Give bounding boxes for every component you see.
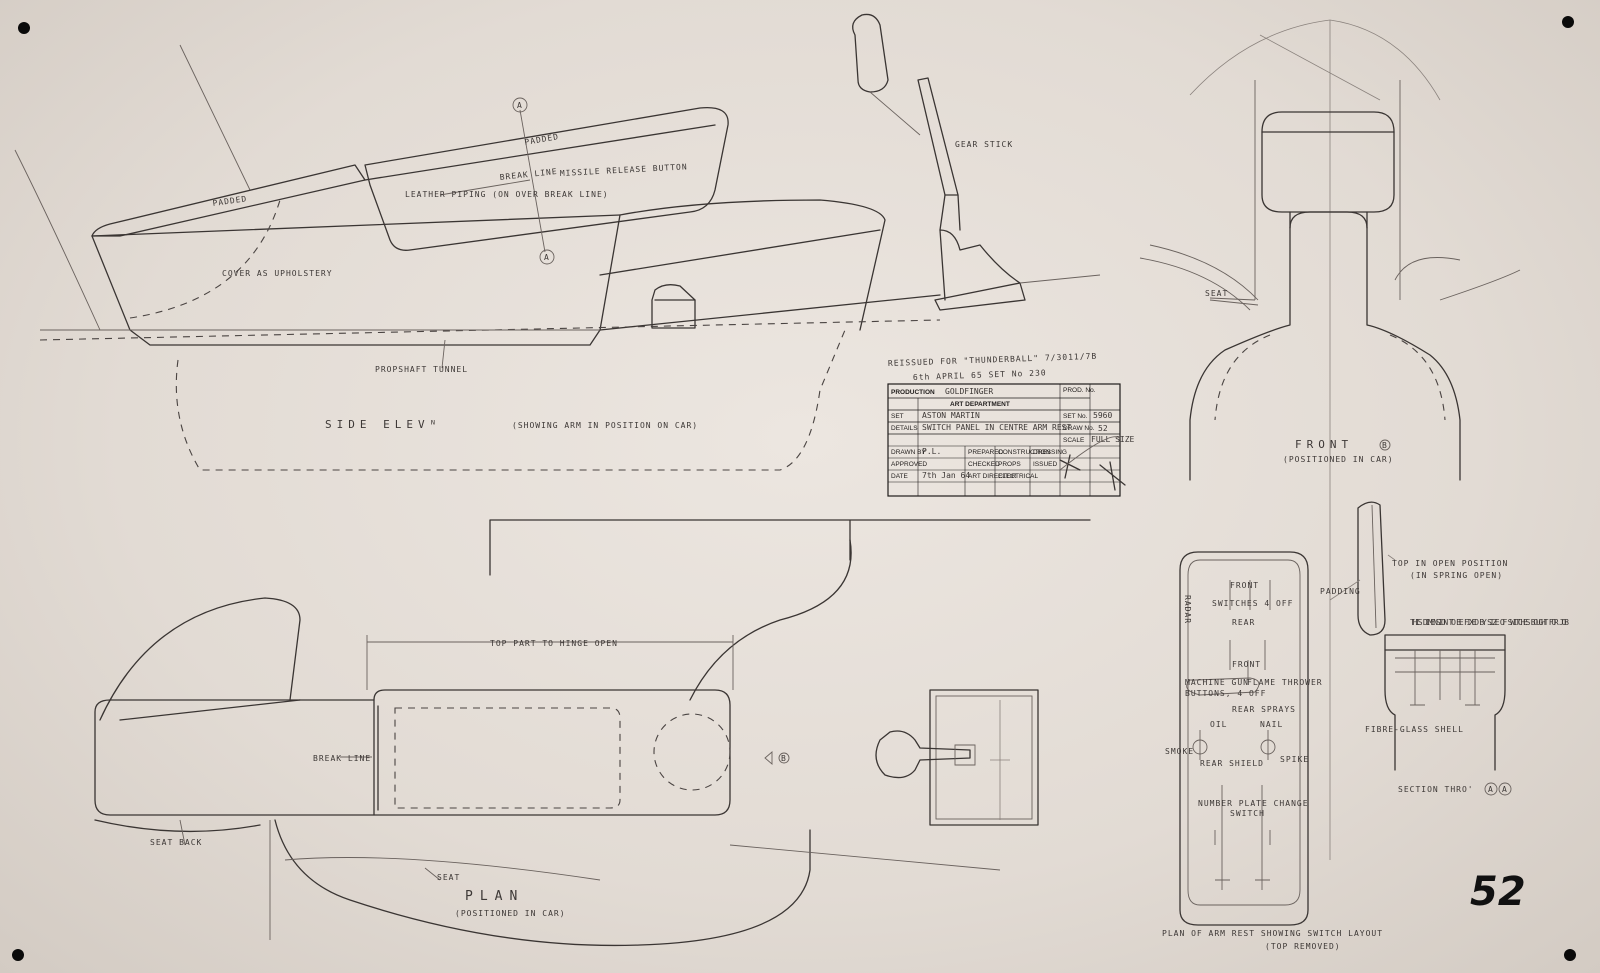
tb-production-value: GOLDFINGER bbox=[945, 387, 993, 396]
tb-extra-2: ART DIRECTOR bbox=[968, 473, 1017, 480]
plan-subtitle: (POSITIONED IN CAR) bbox=[455, 909, 566, 918]
tb-department: ART DEPARTMENT bbox=[950, 401, 1010, 408]
switch-label-oil: OIL bbox=[1210, 720, 1227, 729]
tb-approved-label: APPROVED bbox=[891, 461, 927, 468]
note-padded-rear: PADDED bbox=[212, 194, 248, 208]
pin-hole-bottom-right bbox=[1564, 949, 1576, 961]
switch-label-switches: SWITCHES 4 OFF bbox=[1212, 599, 1293, 608]
sheet-number: 52 bbox=[1470, 869, 1526, 915]
switch-label-plate-change: NUMBER PLATE CHANGE bbox=[1198, 799, 1309, 808]
tb-drawn-by-value: P.L. bbox=[922, 447, 941, 456]
tb-drawn-by-label: DRAWN BY bbox=[891, 449, 926, 456]
front-title: FRONT bbox=[1295, 438, 1353, 451]
tb-extra-4: PROPS bbox=[998, 461, 1021, 468]
note-gear-stick: GEAR STICK bbox=[955, 140, 1013, 149]
plan-title: PLAN bbox=[465, 889, 524, 904]
revision-note-line1: REISSUED FOR "THUNDERBALL" 7/3011/7B bbox=[888, 352, 1098, 368]
pin-hole-bottom-left bbox=[12, 949, 24, 961]
switch-label-rear1: REAR bbox=[1232, 618, 1255, 627]
title-block-markings bbox=[1059, 436, 1126, 491]
tb-extra-7: ISSUED bbox=[1033, 461, 1058, 468]
section-marker-circle-0 bbox=[1484, 782, 1498, 796]
plan-seat-label: SEAT bbox=[437, 873, 460, 882]
tb-extra-5: ELECTRICAL bbox=[998, 473, 1038, 480]
pin-hole-top-right bbox=[1562, 16, 1574, 28]
switch-label-spike: SPIKE bbox=[1280, 755, 1309, 764]
note-leather-piping: LEATHER PIPING (ON OVER BREAK LINE) bbox=[405, 190, 609, 199]
tb-draw-no-label: DRAW No. bbox=[1063, 425, 1095, 432]
tb-extra-3: CONSTRUCTION bbox=[998, 449, 1051, 456]
side-elevation-title: SIDE ELEVᴺ bbox=[325, 418, 441, 431]
front-view bbox=[1139, 19, 1521, 860]
plan-seat-back-label: SEAT BACK bbox=[150, 838, 202, 847]
tb-set-no-label: SET No. bbox=[1063, 413, 1088, 420]
tb-extra-0: PREPARED bbox=[968, 449, 1004, 456]
tb-details-value: SWITCH PANEL IN CENTRE ARM REST bbox=[922, 423, 1071, 432]
switch-label-flame: FLAME THROWER bbox=[1247, 678, 1323, 687]
tb-set-no-value: 5960 bbox=[1093, 411, 1112, 420]
tb-production-label: PRODUCTION bbox=[891, 389, 935, 396]
switch-label-rear-shield: REAR SHIELD bbox=[1200, 759, 1264, 768]
tb-scale-label: SCALE bbox=[1063, 437, 1085, 444]
section-marker-bottom: A bbox=[544, 253, 550, 262]
tb-set-value: ASTON MARTIN bbox=[922, 411, 980, 420]
pin-hole-top-left bbox=[18, 22, 30, 34]
switch-layout-caption: PLAN OF ARM REST SHOWING SWITCH LAYOUT bbox=[1162, 929, 1383, 938]
plan-view-marker: B bbox=[781, 754, 787, 763]
switch-label-machine-gun: MACHINE GUN bbox=[1185, 678, 1249, 687]
section-marker-top: A bbox=[517, 101, 523, 110]
tb-details-label: DETAILS bbox=[891, 425, 918, 432]
switch-label-rear-sprays: REAR SPRAYS bbox=[1232, 705, 1296, 714]
tb-draw-no-value: 52 bbox=[1098, 424, 1108, 433]
section-view bbox=[1329, 501, 1506, 771]
section-marker-1: A bbox=[1502, 785, 1508, 794]
switch-label-front1: FRONT bbox=[1230, 581, 1259, 590]
switch-label-buttons: BUTTONS, 4 OFF bbox=[1185, 689, 1266, 698]
switch-label-switch: SWITCH bbox=[1230, 809, 1265, 818]
side-elevation-view: A A bbox=[14, 13, 1101, 471]
tb-scale-value: FULL SIZE bbox=[1091, 435, 1135, 444]
tb-set-label: SET bbox=[891, 413, 904, 420]
section-note-open: TOP IN OPEN POSITION bbox=[1392, 559, 1508, 568]
note-missile-release: MISSILE RELEASE BUTTON bbox=[560, 162, 688, 178]
switch-label-nail: NAIL bbox=[1260, 720, 1283, 729]
note-break-line: BREAK LINE bbox=[499, 167, 558, 182]
tb-extra-1: CHECKED bbox=[968, 461, 1000, 468]
front-marker: B bbox=[1382, 441, 1388, 450]
section-marker-0: A bbox=[1488, 785, 1494, 794]
switch-layout-view bbox=[1179, 551, 1309, 926]
section-note-shell: FIBRE-GLASS SHELL bbox=[1365, 725, 1464, 734]
section-marker-circle-1 bbox=[1498, 782, 1512, 796]
front-subtitle: (POSITIONED IN CAR) bbox=[1283, 455, 1394, 464]
front-marker-circle bbox=[1379, 439, 1391, 451]
plan-break-line-label: BREAK LINE bbox=[313, 754, 371, 763]
tb-extra-6: DRESSING bbox=[1033, 449, 1067, 456]
section-note-padding: PADDING bbox=[1320, 587, 1361, 596]
plan-hinge-note: TOP PART TO HINGE OPEN bbox=[490, 639, 618, 648]
front-seat-label: SEAT bbox=[1205, 289, 1228, 298]
plan-view bbox=[94, 519, 1091, 947]
switch-label-smoke: SMOKE bbox=[1165, 747, 1194, 756]
switch-label-radar: RADAR bbox=[1183, 595, 1192, 624]
gear-knob-detail bbox=[875, 689, 1039, 826]
switch-label-front2: FRONT bbox=[1232, 660, 1261, 669]
revision-note-line2: 6th APRIL 65 SET No 230 bbox=[913, 368, 1047, 382]
tb-date-value: 7th Jan 64 bbox=[922, 471, 970, 480]
title-block bbox=[887, 383, 1121, 497]
note-cover-upholstery: COVER AS UPHOLSTERY bbox=[222, 269, 333, 278]
note-propshaft-tunnel: PROPSHAFT TUNNEL bbox=[375, 365, 468, 374]
section-note-dimension: THIS DIMENSION TO BE FIXED BY SIZE OF SW… bbox=[1410, 618, 1570, 627]
note-padded-top: PADDED bbox=[524, 132, 560, 147]
section-note-spring: (IN SPRING OPEN) bbox=[1410, 571, 1503, 580]
switch-layout-caption2: (TOP REMOVED) bbox=[1265, 942, 1341, 951]
tb-prod-no-label: PROD. No. bbox=[1063, 387, 1096, 394]
side-elevation-subtitle: (SHOWING ARM IN POSITION ON CAR) bbox=[512, 421, 698, 430]
section-title: SECTION THRO' bbox=[1398, 785, 1474, 794]
tb-date-label: DATE bbox=[891, 473, 909, 480]
